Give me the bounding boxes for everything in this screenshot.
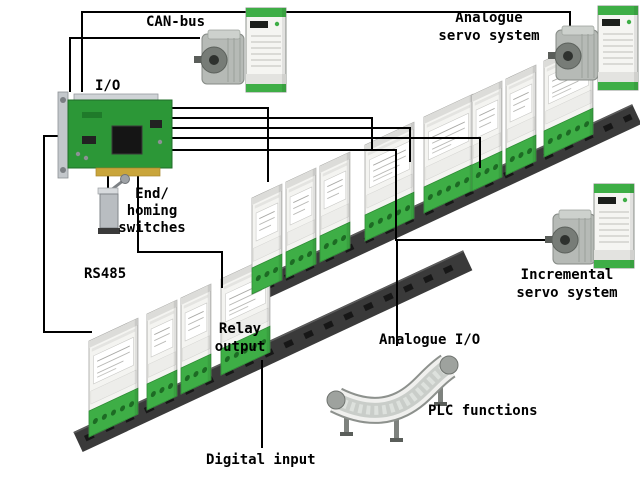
connection-lines xyxy=(43,11,571,448)
label-analogue-servo-line1: Analogue xyxy=(455,10,522,26)
din-module xyxy=(180,283,212,395)
servo-incremental xyxy=(544,183,635,269)
connection-line xyxy=(170,117,373,150)
servo-canbus xyxy=(193,7,287,93)
connection-line xyxy=(170,137,481,168)
connection-line xyxy=(170,149,549,241)
servo-analogue xyxy=(547,5,639,91)
label-incremental-servo-line2: servo system xyxy=(516,285,617,301)
servo-drive xyxy=(593,183,635,269)
connection-line xyxy=(170,127,411,162)
servo-motor xyxy=(544,209,596,265)
gold-edge-fingers xyxy=(95,167,161,177)
switch-body xyxy=(99,193,119,229)
din-module xyxy=(146,299,178,411)
switch-roller xyxy=(120,174,130,184)
label-plc-functions: PLC functions xyxy=(428,403,538,419)
din-module xyxy=(471,80,503,192)
din-module xyxy=(285,167,317,279)
label-end-homing-line1: End/ xyxy=(135,186,169,202)
din-module xyxy=(505,64,537,176)
servo-drive xyxy=(245,7,287,93)
din-module xyxy=(319,151,351,263)
label-analogue-servo-line2: servo system xyxy=(438,28,539,44)
connection-line xyxy=(69,37,200,92)
limit-switch xyxy=(97,174,130,234)
label-end-homing-line3: switches xyxy=(118,220,185,236)
connection-line xyxy=(43,135,92,333)
label-rs485: RS485 xyxy=(84,266,126,282)
label-incremental-servo-line1: Incremental xyxy=(521,267,614,283)
connection-line xyxy=(137,176,223,288)
label-digital-input: Digital input xyxy=(206,452,316,468)
label-analogue-io: Analogue I/O xyxy=(379,332,480,348)
io-card xyxy=(57,91,173,179)
label-io: I/O xyxy=(95,78,120,94)
din-module xyxy=(251,183,283,295)
label-relay-output-line2: output xyxy=(215,339,266,355)
label-end-homing-line2: homing xyxy=(127,203,178,219)
label-relay-output-line1: Relay xyxy=(219,321,262,337)
main-chip xyxy=(111,125,143,155)
servo-motor xyxy=(193,29,245,85)
connection-line xyxy=(170,107,269,182)
connection-line xyxy=(81,11,571,92)
card-bracket xyxy=(57,91,69,179)
servo-drive xyxy=(597,5,639,91)
conveyor-system xyxy=(326,354,459,442)
label-can-bus: CAN-bus xyxy=(146,14,205,30)
